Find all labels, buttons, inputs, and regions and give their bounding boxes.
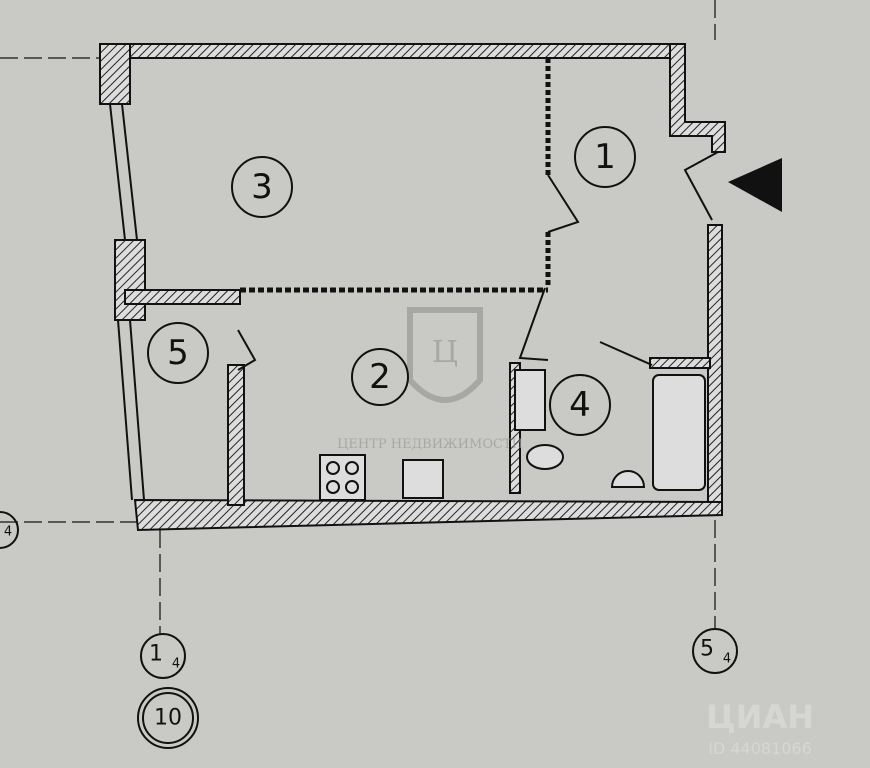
room-4-label: 4 bbox=[549, 374, 611, 436]
svg-text:4: 4 bbox=[723, 652, 731, 667]
svg-text:2: 2 bbox=[369, 357, 391, 397]
cian-id: ID 44081066 bbox=[708, 739, 812, 758]
svg-text:4: 4 bbox=[569, 385, 591, 425]
entrance-arrow-icon bbox=[728, 158, 782, 212]
svg-text:3: 3 bbox=[251, 167, 273, 207]
svg-text:10: 10 bbox=[154, 706, 182, 731]
axis-marker-1: 1 4 bbox=[140, 633, 186, 679]
agency-name: ЦЕНТР НЕДВИЖИМОСТИ bbox=[337, 437, 523, 452]
washer bbox=[514, 369, 546, 431]
sink bbox=[610, 470, 646, 488]
axis-marker-5: 5 4 bbox=[692, 628, 738, 674]
cian-watermark: ЦИАН ID 44081066 bbox=[706, 698, 814, 758]
room-5-label: 5 bbox=[147, 322, 209, 384]
axis-lines bbox=[0, 0, 716, 634]
toilet bbox=[526, 444, 564, 470]
room-2-label: 2 bbox=[351, 348, 409, 406]
agency-logo-letter: Ц bbox=[432, 335, 458, 370]
kitchen-sink bbox=[402, 459, 444, 499]
svg-text:5: 5 bbox=[167, 333, 189, 373]
svg-text:1: 1 bbox=[594, 137, 616, 177]
svg-text:5: 5 bbox=[700, 637, 714, 662]
partitions bbox=[109, 58, 719, 501]
agency-logo-watermark: Ц ЦЕНТР НЕДВИЖИМОСТИ bbox=[337, 307, 523, 452]
room-3-label: 3 bbox=[231, 156, 293, 218]
fixtures bbox=[319, 369, 706, 501]
svg-text:4: 4 bbox=[172, 657, 180, 672]
bathtub bbox=[652, 374, 706, 491]
axis-marker-row: 4 bbox=[0, 511, 19, 549]
cian-logo: ЦИАН bbox=[706, 698, 814, 736]
stove bbox=[319, 454, 366, 501]
walls bbox=[99, 43, 726, 532]
svg-text:4: 4 bbox=[4, 525, 12, 540]
svg-text:1: 1 bbox=[149, 642, 163, 667]
sheet-number: 10 bbox=[137, 687, 199, 749]
room-1-label: 1 bbox=[574, 126, 636, 188]
